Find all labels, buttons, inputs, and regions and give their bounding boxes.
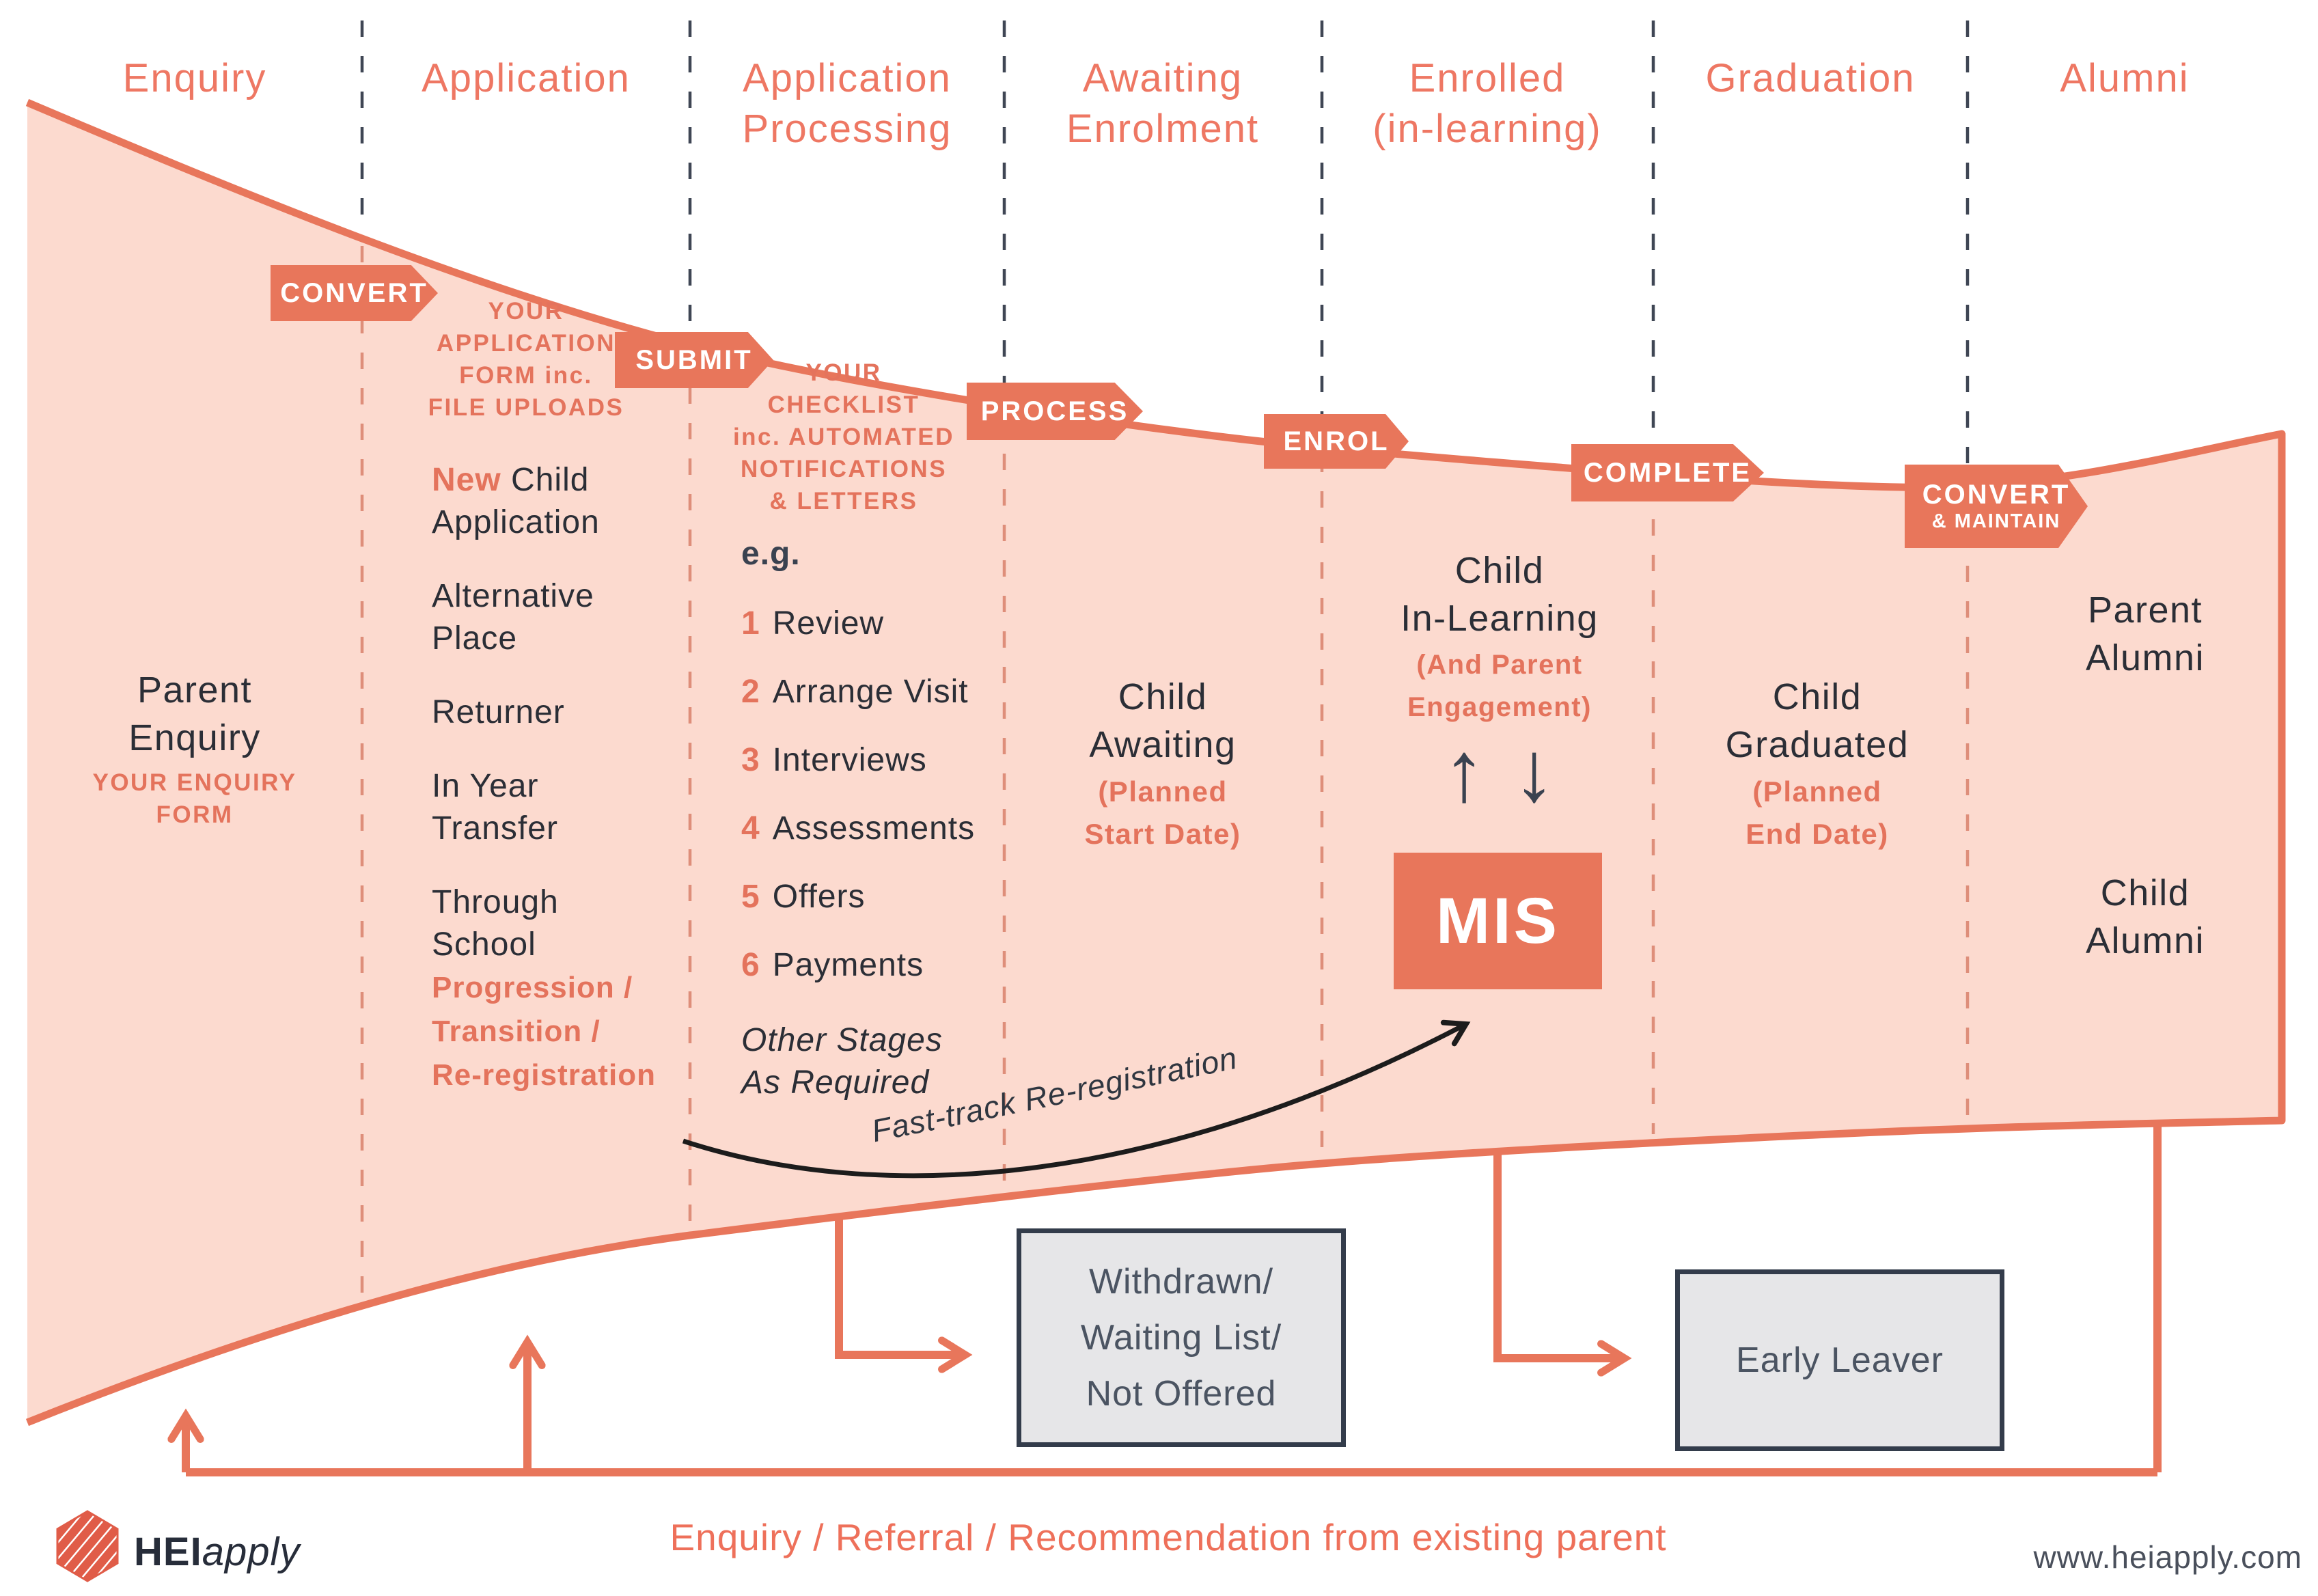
list-item: In Year Transfer bbox=[432, 768, 558, 847]
list-item: Returner bbox=[432, 694, 565, 730]
application-form-note: YOUR APPLICATION FORM inc. FILE UPLOADS bbox=[428, 298, 624, 421]
badge-convert-maintain: CONVERT & MAINTAIN bbox=[1905, 465, 2088, 548]
list-item-accent: New bbox=[432, 462, 501, 498]
fast-track-curve bbox=[682, 1019, 1471, 1179]
referral-loop-label: Enquiry / Referral / Recommendation from… bbox=[670, 1516, 1667, 1558]
badge-convert: CONVERT bbox=[271, 265, 438, 321]
arrow-down-icon: ↓ bbox=[1513, 724, 1583, 819]
list-item: New Child Application bbox=[432, 459, 732, 544]
heiapply-logo-icon bbox=[56, 1510, 119, 1582]
column-dividers bbox=[360, 20, 1970, 1312]
badge-enrol-label: ENROL bbox=[1283, 426, 1390, 456]
stage-header-graduation: Graduation bbox=[1705, 56, 1916, 100]
step-number: 4 bbox=[741, 810, 760, 847]
step-label: Interviews bbox=[772, 742, 927, 778]
enrolled-note: (And Parent Engagement) bbox=[1407, 650, 1592, 722]
checklist-note: YOUR CHECKLIST inc. AUTOMATED NOTIFICATI… bbox=[732, 359, 955, 514]
processing-step: 4 Assessments bbox=[741, 808, 1042, 850]
child-alumni-label: Child Alumni bbox=[2085, 872, 2205, 961]
badge-convert-label: CONVERT bbox=[280, 278, 428, 308]
application-types-list: New Child Application Alternative Place … bbox=[432, 459, 732, 1097]
list-item: Alternative Place bbox=[432, 578, 594, 657]
step-label: Arrange Visit bbox=[772, 674, 969, 710]
mis-sync-arrows: ↑↓ bbox=[1443, 723, 1583, 821]
progression-note: Progression / Transition / Re-registrati… bbox=[432, 971, 656, 1092]
heiapply-logo-text: HEIapply bbox=[134, 1529, 300, 1575]
withdrawn-box-label: Withdrawn/ Waiting List/ Not Offered bbox=[1080, 1262, 1282, 1414]
step-number: 3 bbox=[741, 742, 760, 778]
processing-step: 2 Arrange Visit bbox=[741, 671, 1042, 713]
stage-header-enquiry: Enquiry bbox=[122, 56, 267, 100]
step-number: 6 bbox=[741, 947, 760, 983]
processing-step: 1 Review bbox=[741, 603, 1042, 645]
badge-complete-label: COMPLETE bbox=[1583, 458, 1752, 488]
flow-connectors bbox=[186, 1125, 2162, 1476]
badge-process: PROCESS bbox=[967, 383, 1143, 440]
step-number: 1 bbox=[741, 605, 760, 642]
mis-box: MIS bbox=[1394, 853, 1602, 989]
funnel-outline bbox=[25, 98, 2286, 1427]
badge-submit-label: SUBMIT bbox=[635, 345, 753, 375]
funnel-shape bbox=[27, 102, 2282, 1422]
awaiting-note: (Planned Start Date) bbox=[1084, 775, 1241, 850]
enquiry-title: Parent Enquiry bbox=[128, 670, 261, 758]
stage-header-application: Application bbox=[422, 56, 631, 100]
parent-alumni-label: Parent Alumni bbox=[2085, 590, 2205, 678]
enquiry-form-note: YOUR ENQUIRY FORM bbox=[92, 769, 297, 828]
withdrawn-connector bbox=[835, 1215, 960, 1355]
other-stages-note: Other Stages As Required bbox=[741, 1022, 943, 1101]
stage-header-enrolled: Enrolled (in-learning) bbox=[1372, 56, 1602, 151]
processing-step: 5 Offers bbox=[741, 876, 1042, 918]
step-label: Assessments bbox=[772, 810, 976, 847]
step-label: Payments bbox=[772, 947, 924, 983]
enrolled-title: Child In-Learning bbox=[1401, 550, 1599, 639]
early-leaver-box: Early Leaver bbox=[1675, 1269, 2004, 1451]
arrow-up-icon: ↑ bbox=[1443, 724, 1513, 819]
website-url: www.heiapply.com bbox=[2033, 1539, 2302, 1575]
processing-step: 6 Payments bbox=[741, 944, 1042, 987]
processing-step: 3 Interviews bbox=[741, 739, 1042, 782]
step-label: Offers bbox=[772, 879, 866, 915]
list-item-text: Child Application bbox=[432, 462, 600, 540]
badge-complete: COMPLETE bbox=[1571, 444, 1764, 501]
list-item: Through School bbox=[432, 884, 559, 963]
withdrawn-box: Withdrawn/ Waiting List/ Not Offered bbox=[1017, 1228, 1346, 1447]
step-label: Review bbox=[772, 605, 885, 642]
early-leaver-connector bbox=[1493, 1155, 1619, 1358]
step-number: 5 bbox=[741, 879, 760, 915]
graduation-title: Child Graduated bbox=[1725, 676, 1909, 765]
stage-header-awaiting: Awaiting Enrolment bbox=[1066, 56, 1260, 151]
badge-submit: SUBMIT bbox=[615, 332, 773, 388]
mis-label: MIS bbox=[1436, 884, 1560, 957]
badge-convert-maintain-line2: & MAINTAIN bbox=[1931, 510, 2061, 532]
stage-header-alumni: Alumni bbox=[2060, 56, 2190, 100]
awaiting-title: Child Awaiting bbox=[1089, 676, 1237, 765]
badge-enrol: ENROL bbox=[1264, 414, 1409, 469]
badge-convert-maintain-line1: CONVERT bbox=[1922, 480, 2071, 510]
brand-apply: apply bbox=[202, 1530, 301, 1574]
badge-process-label: PROCESS bbox=[980, 396, 1129, 426]
early-leaver-box-label: Early Leaver bbox=[1736, 1340, 1944, 1380]
step-number: 2 bbox=[741, 674, 760, 710]
brand-hei: HEI bbox=[134, 1530, 202, 1574]
graduation-note: (Planned End Date) bbox=[1746, 775, 1889, 850]
stage-header-processing: Application Processing bbox=[742, 56, 952, 151]
eg-label: e.g. bbox=[741, 536, 801, 572]
